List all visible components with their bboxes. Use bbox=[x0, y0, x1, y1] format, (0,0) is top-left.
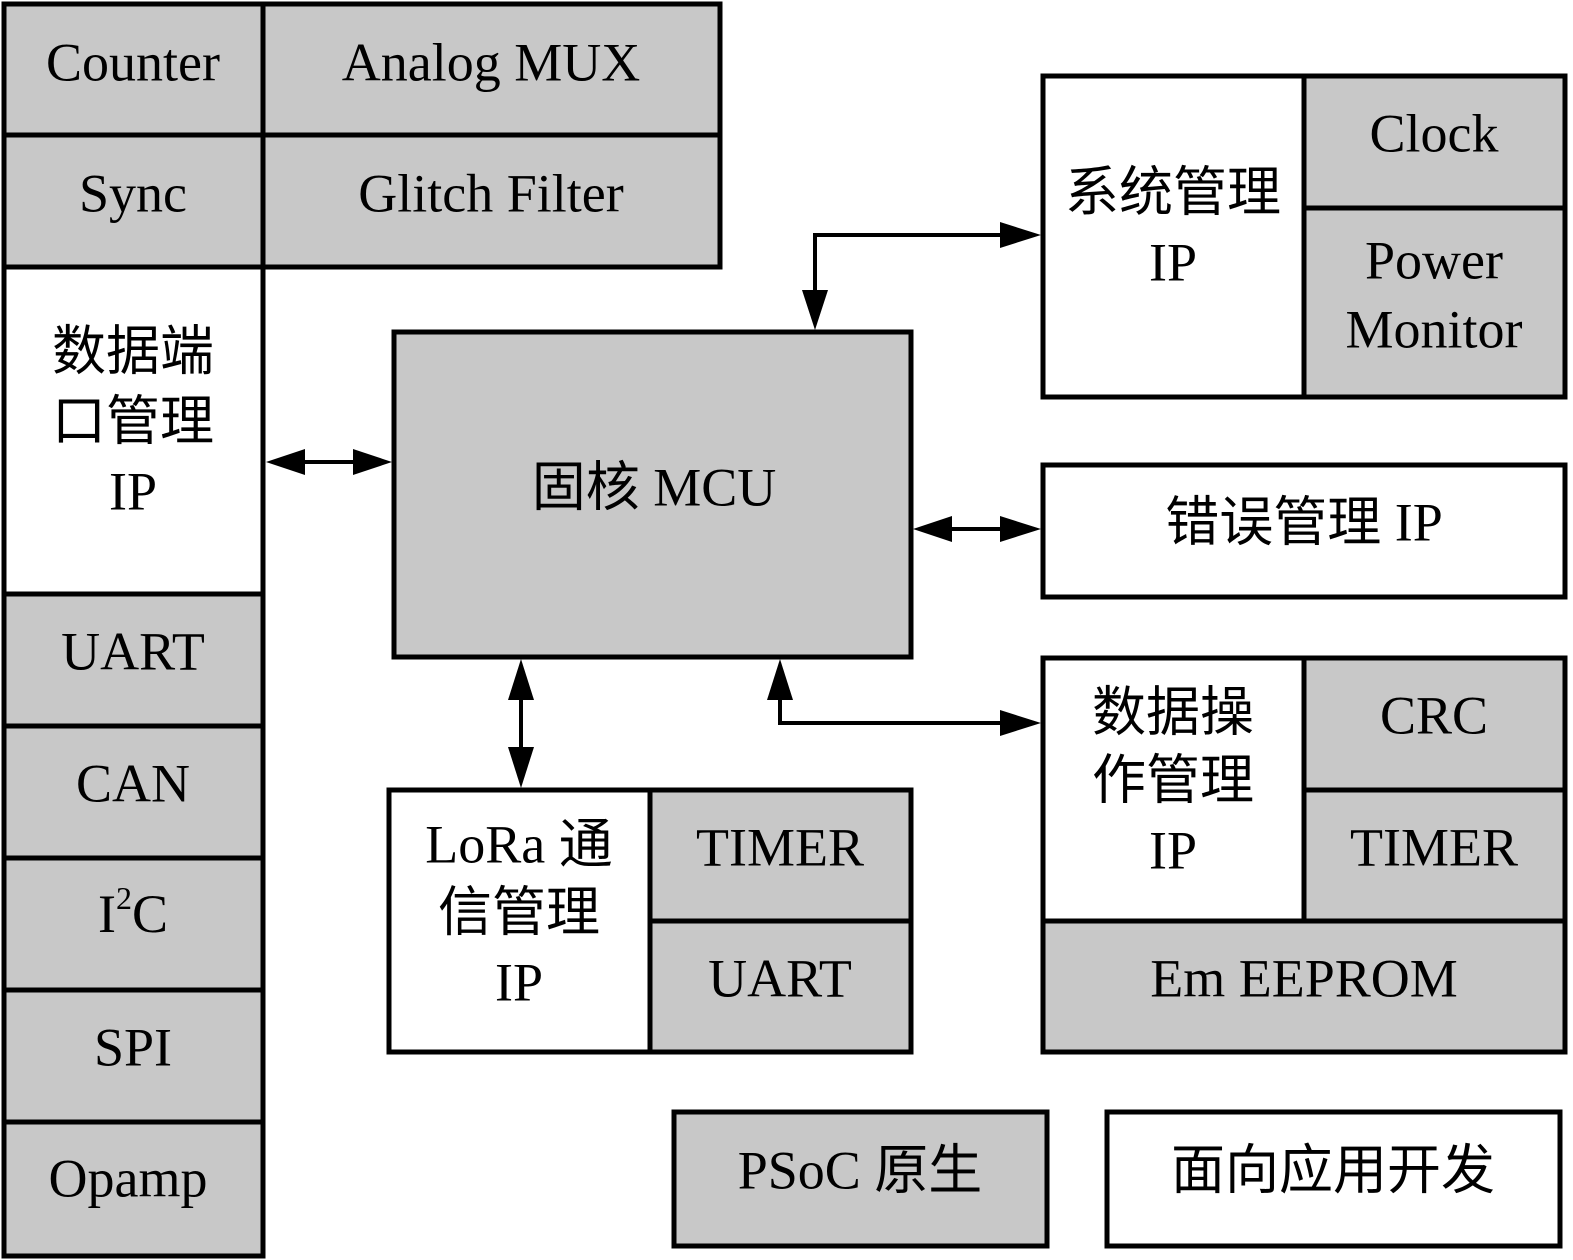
i2c-box bbox=[1, 855, 266, 993]
data-op-ip-line1: 数据操 bbox=[1092, 682, 1254, 742]
arrowhead-to-error-ip bbox=[1000, 516, 1041, 542]
sync-label: Sync bbox=[79, 163, 187, 223]
lora-uart-label: UART bbox=[708, 948, 852, 1008]
power-monitor-box bbox=[1301, 205, 1568, 400]
arrowhead-to-mcu-bottom-right bbox=[767, 659, 793, 700]
legend-psoc-native-box bbox=[671, 1109, 1050, 1249]
i2c-c: C bbox=[132, 884, 168, 944]
i2c-superscript: 2 bbox=[116, 880, 132, 916]
opamp-box bbox=[1, 1119, 266, 1259]
power-monitor-line1: Power bbox=[1365, 230, 1503, 290]
clock-label: Clock bbox=[1370, 103, 1499, 163]
arrowhead-to-mcu-bottom-left bbox=[508, 659, 534, 700]
lora-ip-box bbox=[386, 787, 653, 1055]
counter-label: Counter bbox=[46, 32, 220, 92]
error-mgmt-ip-label: 错误管理 IP bbox=[1165, 492, 1443, 552]
connector-mcu-system bbox=[813, 233, 1000, 292]
legend-app-dev-label: 面向应用开发 bbox=[1171, 1140, 1495, 1200]
arrowhead-to-system-ip bbox=[1000, 222, 1041, 248]
arrowhead-to-mcu-top bbox=[802, 290, 828, 330]
glitch-filter-box bbox=[260, 132, 723, 270]
legend-psoc-native-label: PSoC 原生 bbox=[738, 1140, 983, 1200]
analog-mux-label: Analog MUX bbox=[342, 32, 640, 92]
power-monitor-line2: Monitor bbox=[1345, 299, 1522, 359]
system-mgmt-ip-box bbox=[1040, 73, 1307, 400]
arrowhead-to-mcu-left bbox=[353, 449, 392, 475]
mcu-label: 固核 MCU bbox=[532, 457, 777, 517]
data-port-ip-line2: 口管理 bbox=[52, 391, 214, 451]
system-mgmt-ip-line2: IP bbox=[1149, 232, 1197, 292]
data-op-ip-line3: IP bbox=[1149, 820, 1197, 880]
can-label: CAN bbox=[76, 753, 190, 813]
data-op-timer-label: TIMER bbox=[1350, 817, 1518, 877]
opamp-label: Opamp bbox=[49, 1148, 208, 1208]
lora-ip-line1: LoRa 通 bbox=[425, 814, 612, 874]
lora-ip-line2: 信管理 bbox=[438, 882, 600, 942]
uart-box bbox=[1, 591, 266, 729]
data-op-ip-box bbox=[1040, 655, 1307, 924]
data-port-ip-line3: IP bbox=[109, 461, 157, 521]
lora-ip-line3: IP bbox=[495, 952, 543, 1012]
lora-timer-box bbox=[647, 787, 914, 924]
glitch-filter-label: Glitch Filter bbox=[358, 163, 623, 223]
uart-label: UART bbox=[61, 621, 205, 681]
error-mgmt-ip-box bbox=[1040, 462, 1568, 600]
crc-box bbox=[1301, 655, 1568, 793]
arrowhead-to-dataport bbox=[266, 449, 305, 475]
crc-label: CRC bbox=[1380, 685, 1488, 745]
analog-mux-box bbox=[260, 1, 723, 138]
data-port-ip-line1: 数据端 bbox=[52, 321, 214, 381]
spi-label: SPI bbox=[94, 1017, 172, 1077]
arrowhead-to-dataop-ip bbox=[1000, 710, 1041, 736]
system-mgmt-ip-line1: 系统管理 bbox=[1065, 162, 1281, 222]
i2c-i: I bbox=[98, 884, 116, 944]
arrowhead-to-mcu-right bbox=[913, 516, 952, 542]
mcu-box bbox=[391, 329, 914, 660]
legend-app-dev-box bbox=[1104, 1109, 1563, 1249]
i2c-label: I2C bbox=[98, 880, 168, 944]
counter-box bbox=[1, 1, 266, 138]
em-eeprom-label: Em EEPROM bbox=[1150, 948, 1458, 1008]
data-op-ip-line2: 作管理 bbox=[1092, 750, 1254, 810]
lora-uart-box bbox=[647, 918, 914, 1055]
arrowhead-to-lora-ip bbox=[508, 747, 534, 788]
lora-timer-label: TIMER bbox=[696, 817, 864, 877]
em-eeprom-box bbox=[1040, 918, 1568, 1055]
connector-mcu-dataop bbox=[778, 697, 1000, 725]
data-op-timer-box bbox=[1301, 787, 1568, 924]
